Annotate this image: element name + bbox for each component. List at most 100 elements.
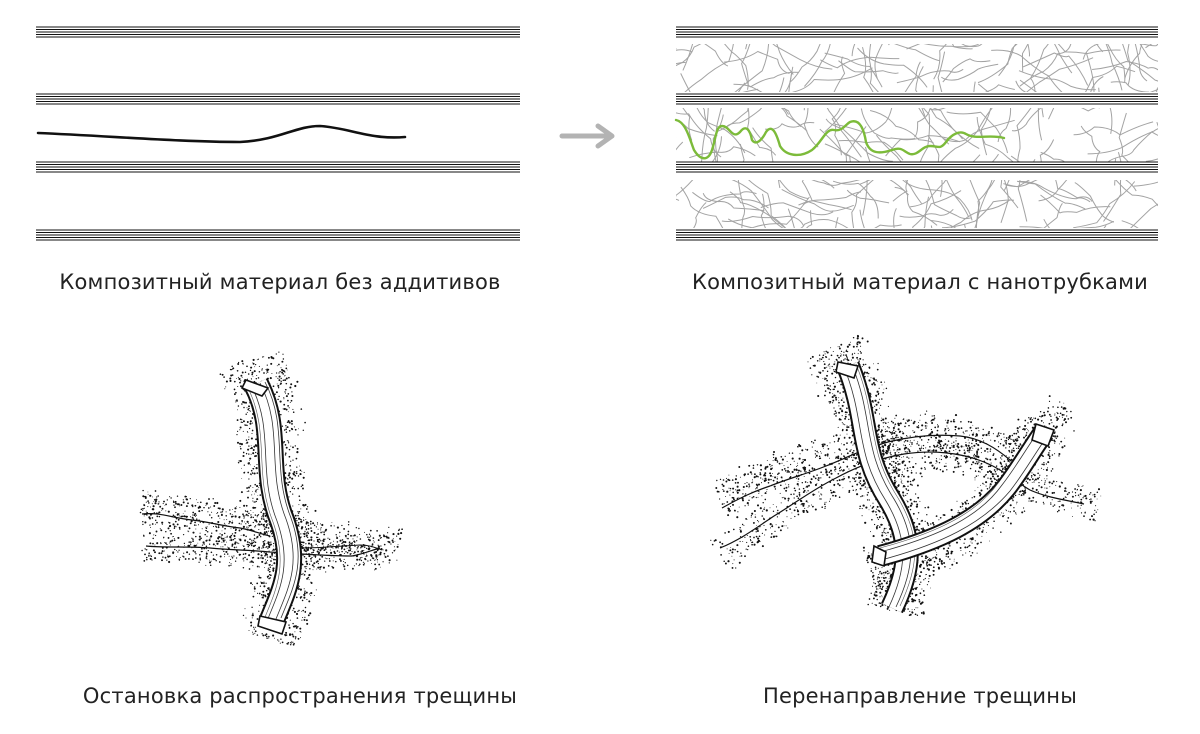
stipple-dot [803,461,804,462]
stipple-dot [859,505,861,507]
stipple-dot [238,377,239,378]
stipple-dot [874,593,875,594]
stipple-dot [919,601,921,603]
stipple-dot [893,438,895,440]
stipple-dot [907,493,908,494]
stipple-dot [374,564,376,566]
stipple-dot [296,473,298,475]
nanotube-strand [681,187,733,248]
stipple-dot [373,537,375,539]
stipple-dot [917,450,918,451]
stipple-dot [881,583,883,585]
stipple-dot [264,563,266,565]
stipple-dot [286,464,287,465]
stipple-dot [305,611,306,612]
stipple-dot [846,429,848,431]
stipple-dot [884,382,885,383]
stipple-dot [303,573,304,574]
stipple-dot [334,525,335,526]
stipple-dot [297,448,299,450]
stipple-dot [255,484,256,485]
stipple-dot [240,380,241,381]
stipple-dot [1062,417,1063,418]
stipple-dot [316,526,317,527]
stipple-dot [834,386,836,388]
stipple-dot [903,475,905,477]
stipple-dot [306,566,307,567]
stipple-dot [923,579,924,580]
stipple-dot [937,430,939,432]
stipple-dot [244,539,246,541]
stipple-dot [1066,415,1067,416]
stipple-dot [860,488,862,490]
stipple-dot [343,528,345,530]
stipple-dot [785,470,787,472]
stipple-dot [316,537,318,539]
stipple-dot [158,501,159,502]
stipple-dot [856,357,858,359]
stipple-dot [242,422,243,423]
stipple-dot [168,537,170,539]
stipple-dot [252,565,253,566]
stipple-dot [774,476,776,478]
stipple-dot [256,378,257,379]
stipple-dot [828,365,829,366]
stipple-dot [302,610,304,612]
stipple-dot [1070,411,1072,413]
stipple-dot [917,426,919,428]
stipple-dot [259,485,260,486]
stipple-dot [246,439,247,440]
stipple-dot [889,463,891,465]
stipple-dot [145,496,146,497]
stipple-dot [373,540,374,541]
stipple-dot [352,568,354,570]
stipple-dot [819,361,820,362]
stipple-dot [937,424,938,425]
stipple-dot [963,446,964,447]
stipple-dot [739,507,740,508]
stipple-dot [359,534,360,535]
stipple-dot [789,453,790,454]
stipple-dot [257,489,258,490]
stipple-dot [239,443,241,445]
stipple-dot [1015,445,1016,446]
stipple-dot [877,391,879,393]
stipple-dot [245,515,246,516]
stipple-dot [798,481,799,482]
stipple-dot [231,522,233,524]
stipple-dot [798,470,800,472]
stipple-dot [858,360,859,361]
stipple-dot [786,487,788,489]
stipple-dot [313,551,315,553]
stipple-dot [250,464,251,465]
stipple-dot [828,358,829,359]
stipple-dot [893,427,895,429]
stipple-dot [758,493,759,494]
stipple-dot [330,552,332,554]
stipple-dot [296,613,298,615]
stipple-dot [291,400,293,402]
stipple-dot [294,488,295,489]
stipple-dot [175,512,176,513]
stipple-dot [272,556,273,557]
stipple-dot [336,545,337,546]
stipple-dot [769,464,771,466]
stipple-dot [252,584,253,585]
stipple-dot [885,542,886,543]
stipple-dot [777,473,779,475]
stipple-dot [155,520,156,521]
stipple-dot [350,535,352,537]
stipple-dot [937,426,938,427]
stipple-dot [172,523,174,525]
stipple-dot [919,575,921,577]
stipple-dot [349,543,350,544]
stipple-dot [317,539,319,541]
stipple-dot [837,440,839,442]
stipple-dot [376,530,378,532]
nanotube-strand [798,210,812,267]
stipple-dot [918,444,920,446]
stipple-dot [164,551,165,552]
stipple-dot [155,499,157,501]
stipple-dot [291,634,293,636]
